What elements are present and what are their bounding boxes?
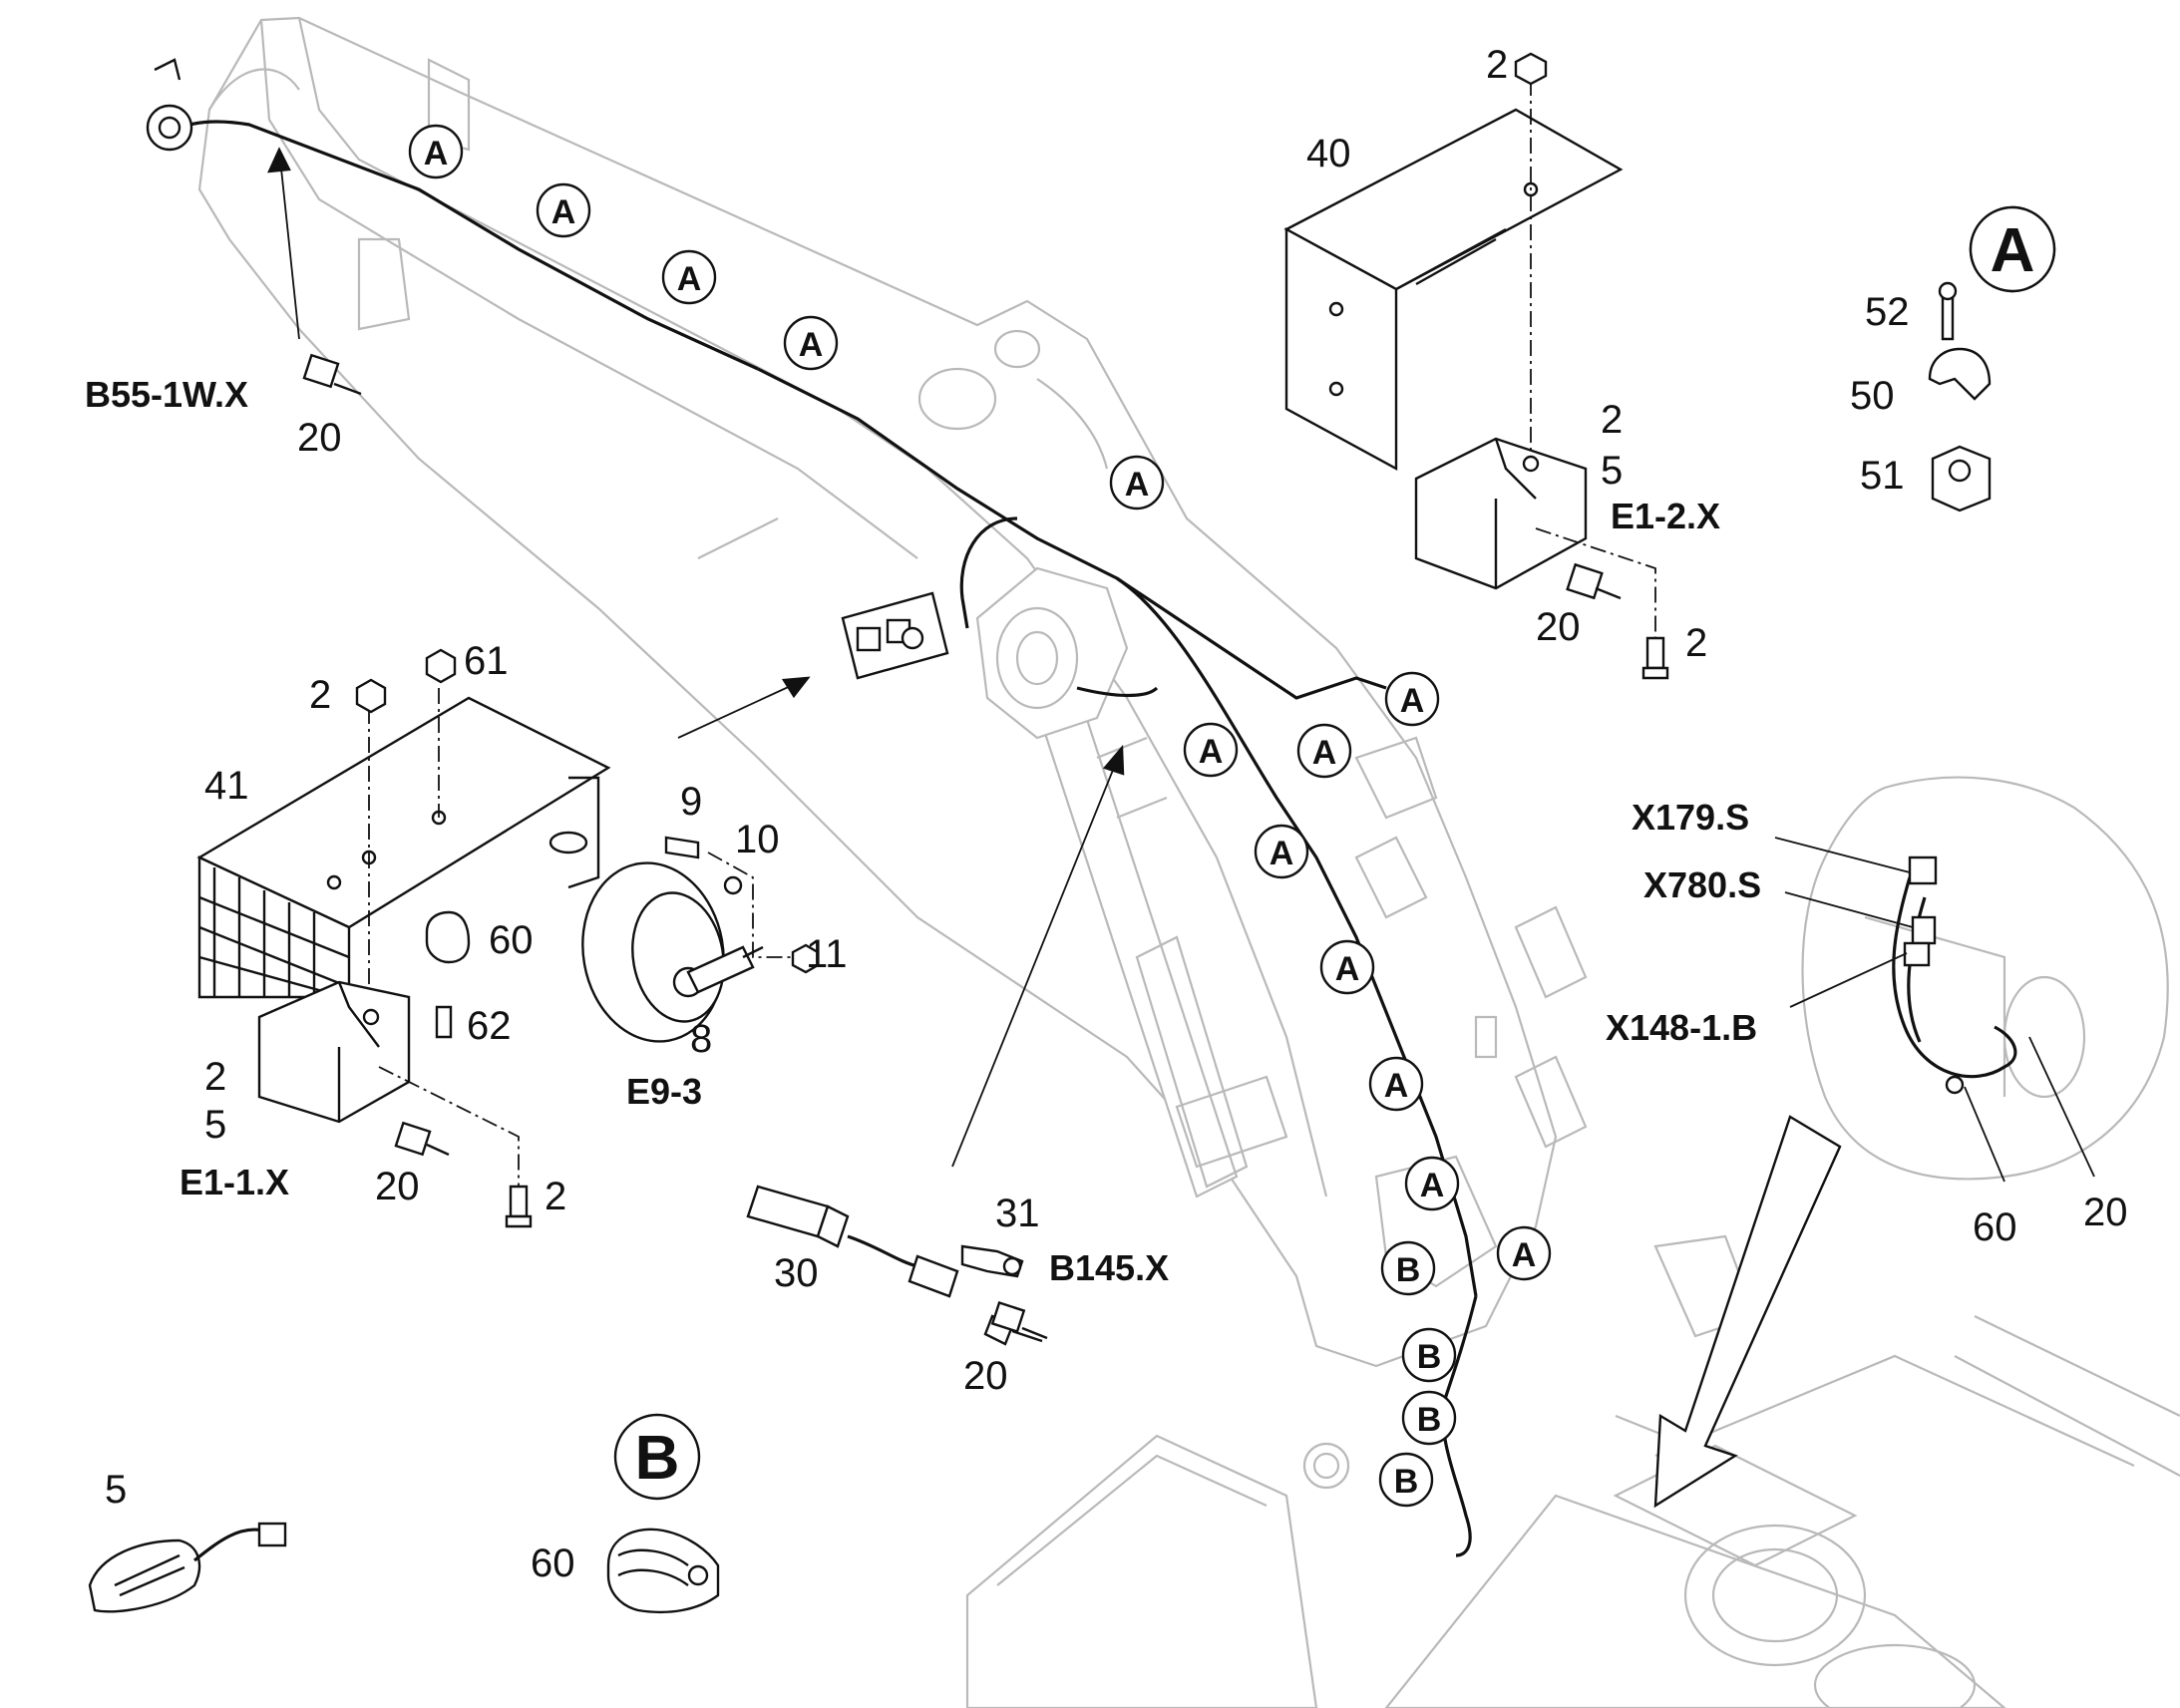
part-5 bbox=[88, 1522, 287, 1613]
label-e1-2: E1-2.X bbox=[1611, 496, 1720, 536]
label-60-detail: 60 bbox=[1973, 1205, 2017, 1249]
bubbles-b: B B B B bbox=[1378, 1240, 1457, 1508]
svg-text:A: A bbox=[1199, 733, 1224, 771]
label-20-topleft: 20 bbox=[297, 416, 342, 460]
label-2-left-b: 2 bbox=[204, 1055, 226, 1099]
label-20-right: 20 bbox=[1536, 605, 1581, 649]
chassis-outline bbox=[965, 1234, 2180, 1708]
label-x780: X780.S bbox=[1643, 864, 1761, 905]
svg-text:A: A bbox=[1270, 835, 1294, 872]
svg-text:A: A bbox=[424, 135, 449, 172]
label-5-left: 5 bbox=[204, 1103, 226, 1147]
label-31: 31 bbox=[995, 1192, 1040, 1235]
bracket-40 bbox=[1283, 52, 1624, 472]
boom-outline bbox=[197, 16, 1588, 1490]
svg-text:A: A bbox=[1512, 1236, 1537, 1274]
label-60-bottom: 60 bbox=[531, 1541, 575, 1585]
label-2-top: 2 bbox=[1486, 43, 1508, 87]
label-20-middle: 20 bbox=[963, 1354, 1008, 1398]
bracket-41 bbox=[196, 648, 611, 1039]
horn-e9-3 bbox=[581, 836, 820, 1043]
lamp-e1-2 bbox=[1414, 437, 1669, 680]
label-20-left: 20 bbox=[375, 1165, 420, 1208]
label-5-bottom: 5 bbox=[105, 1468, 127, 1512]
bubble-b-1: B bbox=[1380, 1240, 1436, 1296]
label-e1-1: E1-1.X bbox=[180, 1162, 289, 1202]
svg-text:A: A bbox=[1420, 1167, 1445, 1204]
detail-b-title: B bbox=[613, 1413, 701, 1501]
svg-text:B: B bbox=[1394, 1463, 1419, 1501]
label-5-right: 5 bbox=[1601, 449, 1623, 493]
svg-text:A: A bbox=[1335, 950, 1360, 988]
svg-text:B: B bbox=[635, 1424, 680, 1493]
label-b145: B145.X bbox=[1049, 1247, 1169, 1288]
bubble-a-5: A bbox=[1109, 455, 1165, 511]
svg-text:A: A bbox=[677, 260, 702, 298]
label-62: 62 bbox=[467, 1004, 512, 1048]
svg-text:B: B bbox=[1417, 1401, 1442, 1439]
svg-text:B: B bbox=[1417, 1338, 1442, 1376]
label-11: 11 bbox=[806, 932, 848, 976]
label-b55-1w: B55-1W.X bbox=[85, 374, 248, 415]
bubble-a-7: A bbox=[1183, 722, 1239, 778]
label-61: 61 bbox=[464, 639, 509, 683]
label-40: 40 bbox=[1306, 132, 1351, 175]
svg-text:A: A bbox=[1400, 682, 1425, 720]
bubble-a-8: A bbox=[1296, 723, 1352, 779]
bubbles-a: A A A A A A A A A A A A A bbox=[408, 124, 1552, 1281]
bubble-a-12: A bbox=[1404, 1156, 1460, 1211]
connector-20-middle bbox=[990, 1301, 1048, 1340]
callout-labels: 2 40 2 5 E1-2.X 20 2 52 50 51 B55-1W.X 2… bbox=[85, 43, 2128, 1585]
lamp-e1-1 bbox=[257, 980, 533, 1228]
svg-text:A: A bbox=[551, 193, 576, 231]
label-50: 50 bbox=[1850, 374, 1895, 418]
svg-text:A: A bbox=[1384, 1067, 1409, 1105]
detail-b-clamp bbox=[606, 1528, 720, 1614]
bubble-a-10: A bbox=[1319, 939, 1375, 995]
bubble-a-4: A bbox=[783, 315, 839, 371]
label-41: 41 bbox=[204, 764, 249, 808]
label-2-left: 2 bbox=[309, 673, 331, 717]
label-52: 52 bbox=[1865, 290, 1910, 334]
bubble-a-3: A bbox=[661, 249, 717, 305]
bubble-b-4: B bbox=[1378, 1452, 1434, 1508]
label-30: 30 bbox=[774, 1251, 819, 1295]
label-x179: X179.S bbox=[1632, 797, 1749, 838]
boom-harness bbox=[146, 58, 1478, 1557]
label-e9-3: E9-3 bbox=[626, 1071, 702, 1112]
label-8: 8 bbox=[690, 1017, 712, 1061]
label-2-left-c: 2 bbox=[545, 1175, 566, 1218]
bubble-a-11: A bbox=[1368, 1056, 1424, 1112]
bubble-a-2: A bbox=[536, 182, 591, 238]
label-60-left: 60 bbox=[489, 918, 534, 962]
svg-text:A: A bbox=[799, 326, 824, 364]
bubble-a-1: A bbox=[408, 124, 464, 179]
bubble-b-2: B bbox=[1401, 1327, 1457, 1383]
detail-a-title: A bbox=[1969, 205, 2056, 293]
svg-text:A: A bbox=[1312, 734, 1337, 772]
label-x148: X148-1.B bbox=[1606, 1007, 1757, 1048]
leader-lines bbox=[267, 147, 2095, 1509]
bubble-b-3: B bbox=[1401, 1390, 1457, 1446]
label-51: 51 bbox=[1860, 454, 1905, 498]
svg-text:A: A bbox=[1991, 216, 2035, 285]
label-2-right-b: 2 bbox=[1685, 621, 1707, 665]
bubble-a-6: A bbox=[1384, 671, 1440, 727]
svg-text:A: A bbox=[1125, 466, 1150, 504]
connector-20-topleft bbox=[302, 353, 362, 396]
label-9: 9 bbox=[680, 780, 702, 824]
bubble-a-13: A bbox=[1496, 1225, 1552, 1281]
detail-circle bbox=[1801, 776, 2169, 1181]
label-20-detail: 20 bbox=[2083, 1191, 2128, 1234]
label-2-right-a: 2 bbox=[1601, 398, 1623, 442]
bubble-a-9: A bbox=[1254, 824, 1309, 879]
label-10: 10 bbox=[735, 818, 780, 861]
svg-text:B: B bbox=[1396, 1251, 1421, 1289]
